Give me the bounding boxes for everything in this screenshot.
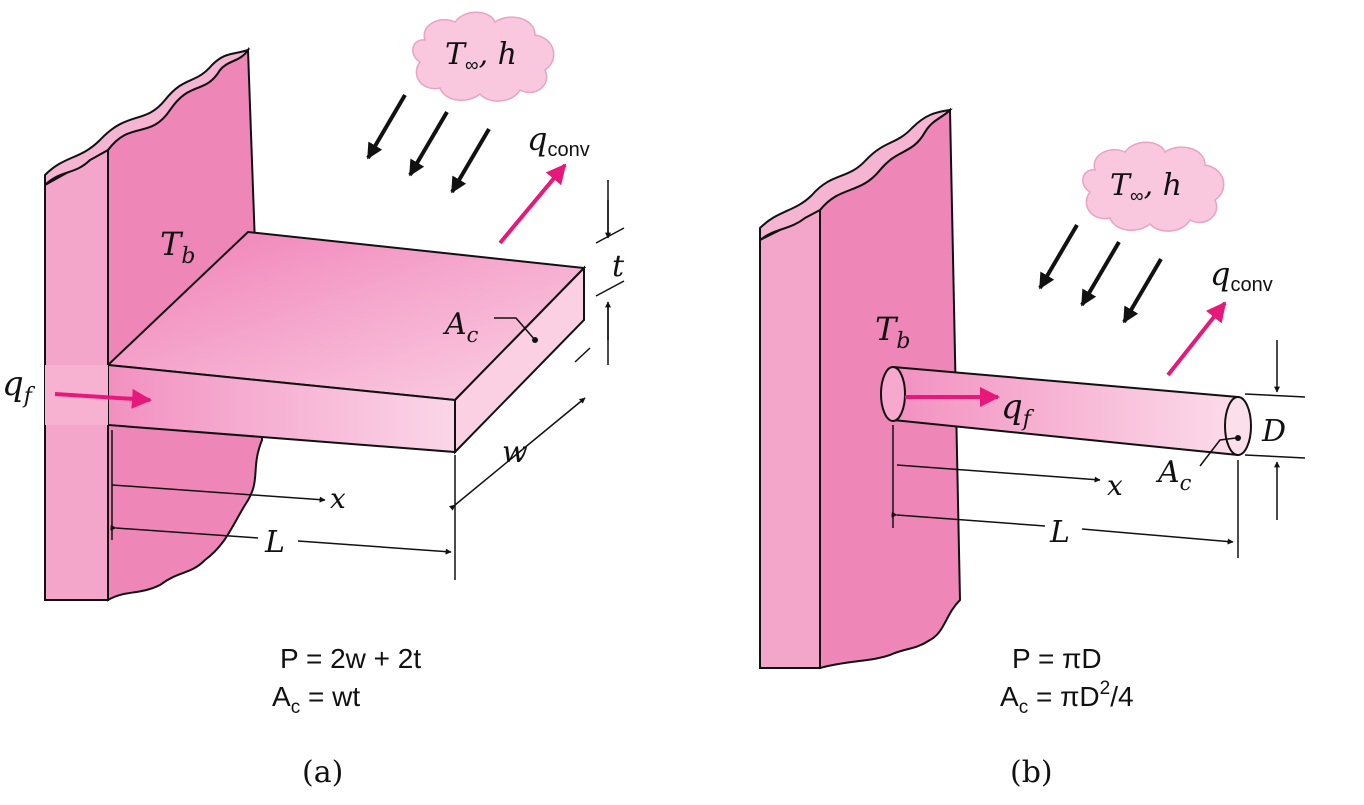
svg-text:L: L	[1049, 515, 1070, 550]
svg-text:Ac: Ac	[442, 307, 479, 347]
arrow-icon	[498, 163, 567, 245]
pin-fin-root	[880, 366, 906, 422]
svg-text:qconv: qconv	[1210, 255, 1273, 296]
svg-text:L: L	[264, 525, 285, 560]
arrow-icon	[54, 388, 152, 409]
width-dimension	[448, 347, 591, 511]
svg-text:qf: qf	[2, 364, 36, 409]
x-axis	[896, 464, 1101, 483]
pin-fin-body	[893, 367, 1238, 455]
cloud-icon	[412, 11, 555, 102]
svg-text:Tb: Tb	[160, 225, 195, 269]
caption-a: (a)	[302, 755, 343, 790]
point-marker	[532, 337, 538, 343]
diameter-dimension	[1244, 340, 1306, 520]
leader-line	[1199, 437, 1237, 467]
svg-text:Tb: Tb	[875, 310, 910, 354]
svg-text:t: t	[612, 249, 625, 284]
svg-text:D: D	[1261, 414, 1286, 449]
length-dimension	[110, 430, 456, 580]
wall-b-top	[759, 108, 953, 243]
panel-a: T∞, h qconv Tb qf Ac	[2, 11, 625, 790]
perimeter-equation-a: P = 2w + 2t	[280, 643, 421, 674]
perimeter-equation-b: P = πD	[1012, 643, 1102, 674]
wall-a-top	[44, 48, 251, 188]
panel-b: T∞, h qconv Tb qf Ac	[759, 107, 1306, 790]
svg-text:x: x	[330, 482, 346, 515]
thickness-dimension	[595, 180, 625, 365]
arrow-down-left-icon	[1038, 223, 1163, 324]
cloud-icon	[1082, 141, 1225, 232]
area-equation-b: Ac = πD2/4	[1000, 678, 1134, 718]
svg-text:T∞, h: T∞, h	[445, 37, 517, 76]
x-axis	[111, 484, 326, 503]
caption-b: (b)	[1010, 755, 1053, 790]
svg-text:qconv: qconv	[527, 120, 590, 161]
area-equation-a: Ac = wt	[272, 681, 360, 718]
arrow-icon	[1166, 301, 1227, 377]
svg-text:x: x	[1107, 469, 1123, 502]
svg-text:w: w	[502, 435, 528, 470]
leader-line	[494, 317, 536, 341]
point-marker	[1235, 435, 1241, 441]
length-dimension	[891, 425, 1239, 558]
svg-text:Ac: Ac	[1155, 455, 1192, 495]
pin-fin-tip	[1224, 396, 1252, 456]
wall-b-side	[759, 208, 821, 669]
svg-text:T∞, h: T∞, h	[1110, 168, 1182, 207]
arrow-down-left-icon	[366, 93, 491, 194]
